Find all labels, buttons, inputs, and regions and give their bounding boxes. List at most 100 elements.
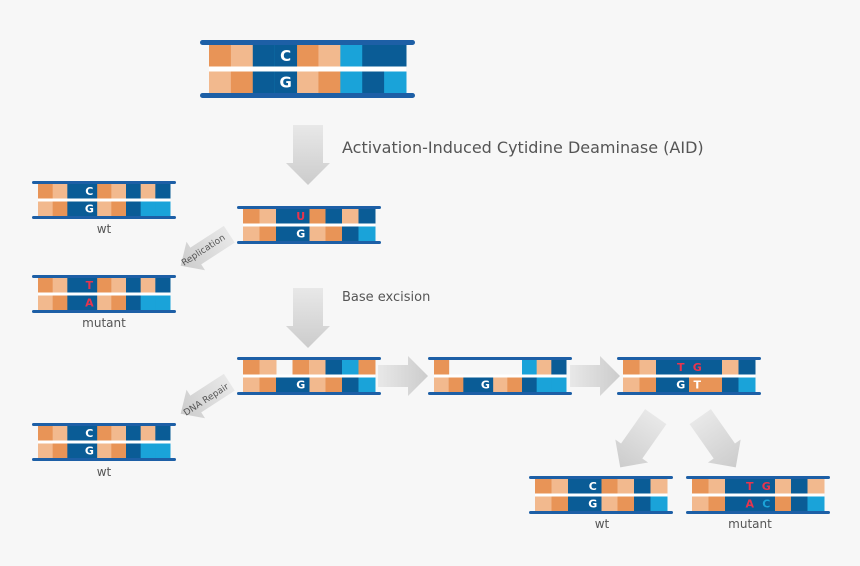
bottom-base-letter: G <box>481 379 490 392</box>
base-tile <box>325 377 343 392</box>
arrow-replication <box>180 225 235 271</box>
base-tile <box>309 209 326 224</box>
base-tile <box>340 45 363 67</box>
wt-label-repair: wt <box>97 465 112 479</box>
molecule-excised: G <box>237 357 381 395</box>
bottom-base-letter: G <box>588 498 597 511</box>
base-tile <box>492 377 508 392</box>
strand-separator <box>38 198 170 202</box>
base-tile <box>38 443 54 458</box>
base-tile <box>342 226 359 241</box>
backbone-bottom <box>617 392 761 395</box>
base-tile <box>358 360 376 375</box>
base-tile <box>623 377 640 392</box>
base-tile <box>52 201 68 216</box>
base-tile <box>126 295 142 310</box>
target-base-tile <box>741 496 759 511</box>
base-tile <box>639 360 657 375</box>
base-tile <box>791 496 808 511</box>
base-tile <box>67 278 83 293</box>
base-tile <box>155 295 171 310</box>
labels: Activation-Induced Cytidine Deaminase (A… <box>82 138 772 531</box>
base-tile <box>318 71 341 93</box>
bottom-base-letter: G <box>676 379 685 392</box>
base-tile <box>325 209 343 224</box>
base-tile <box>243 226 260 241</box>
target-base-tile <box>478 377 494 392</box>
backbone-bottom <box>529 511 673 514</box>
top-base-letter: T <box>86 279 94 292</box>
top-base-letter: C <box>85 427 93 440</box>
base-tile <box>126 443 142 458</box>
base-tile <box>448 377 464 392</box>
base-tile <box>774 496 792 511</box>
base-tile <box>96 184 112 199</box>
arrow-to-gapped <box>378 356 428 396</box>
base-tile <box>551 496 569 511</box>
top-base-letter: C <box>85 185 93 198</box>
molecule-wt-repair: CG <box>32 423 176 461</box>
base-tile <box>243 377 260 392</box>
base-tile <box>342 209 359 224</box>
base-tile <box>259 360 277 375</box>
wt-label-final: wt <box>595 517 610 531</box>
base-tile <box>738 360 756 375</box>
molecule-wt-replication: CG <box>32 181 176 219</box>
base-tile <box>38 426 54 441</box>
base-tile <box>774 479 792 494</box>
base-tile <box>209 71 232 93</box>
base-tile <box>725 479 742 494</box>
base-tile <box>292 360 310 375</box>
arrow-to-error-prone <box>570 356 620 396</box>
second-base-tile <box>689 377 706 392</box>
second-base-tile <box>758 496 775 511</box>
arrow-base-excision <box>286 288 330 348</box>
base-tile <box>96 278 112 293</box>
backbone-bottom <box>237 241 381 244</box>
backbone-bottom <box>237 392 381 395</box>
bottom-second-base-letter: T <box>693 379 701 392</box>
bottom-base-letter: G <box>85 445 94 458</box>
base-tile <box>791 479 808 494</box>
base-tile <box>230 71 254 93</box>
base-tile <box>362 45 385 67</box>
base-tile <box>140 278 156 293</box>
base-tile <box>463 377 479 392</box>
target-base-tile <box>82 443 98 458</box>
bottom-base-letter: G <box>279 74 291 92</box>
strand-separator <box>434 374 566 378</box>
target-base-tile <box>292 226 310 241</box>
base-tile <box>692 479 709 494</box>
top-base-letter: T <box>677 361 685 374</box>
top-base-letter: U <box>296 210 305 223</box>
base-tile <box>67 426 83 441</box>
base-tile <box>155 426 171 441</box>
base-tile <box>126 201 142 216</box>
base-tile <box>67 443 83 458</box>
base-tile <box>708 479 726 494</box>
base-tile <box>551 360 567 375</box>
second-base-tile <box>689 360 706 375</box>
base-tile <box>209 45 232 67</box>
backbone-top <box>237 206 381 209</box>
base-tile <box>650 496 668 511</box>
top-base-letter: T <box>746 480 754 493</box>
base-tile <box>96 201 112 216</box>
backbone-top <box>617 357 761 360</box>
base-tile <box>52 278 68 293</box>
base-tile <box>358 226 376 241</box>
molecule-gapped: G <box>428 357 572 395</box>
strand-separator <box>38 292 170 296</box>
base-tile <box>96 295 112 310</box>
strand-separator <box>38 440 170 444</box>
base-tile <box>522 377 538 392</box>
arrow-to-wt-final <box>615 409 667 468</box>
target-base-tile <box>292 377 310 392</box>
base-tile <box>52 426 68 441</box>
top-base-letter: C <box>589 480 597 493</box>
base-tile <box>111 426 127 441</box>
base-tile <box>252 45 276 67</box>
base-tile <box>507 377 523 392</box>
target-base-tile <box>82 201 98 216</box>
